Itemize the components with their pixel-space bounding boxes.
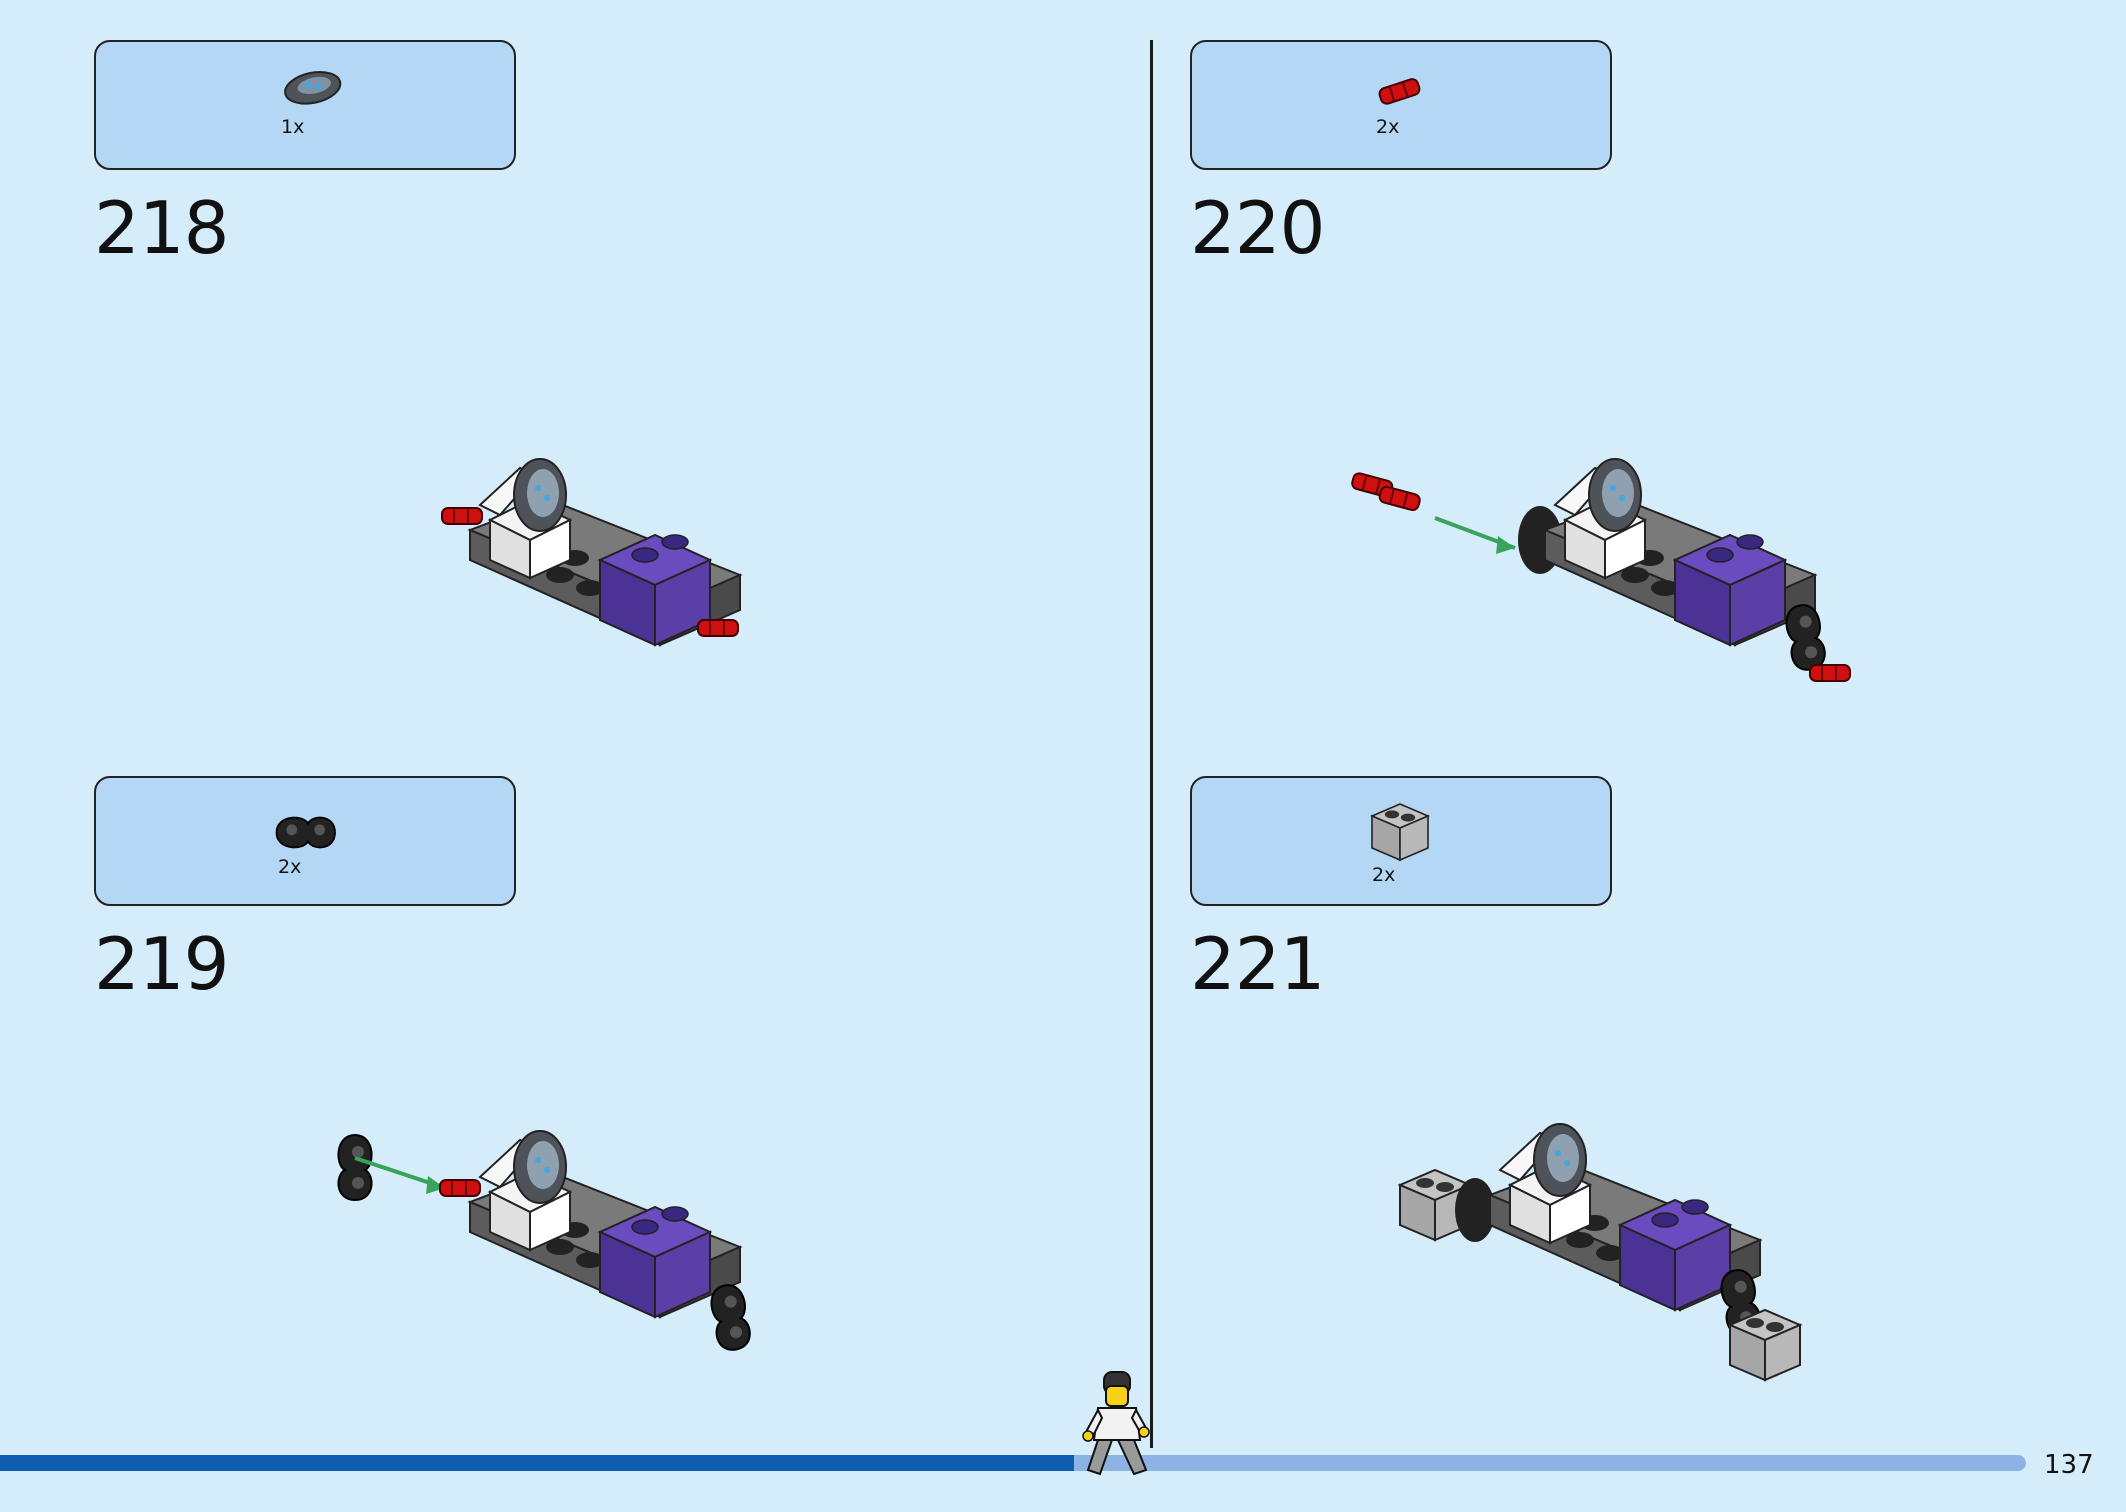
build-illustration-218: [441, 458, 741, 646]
part-quantity: 1x: [281, 116, 305, 138]
oval-tile-icon: [284, 71, 342, 105]
parts-callout-219: 2x: [94, 776, 516, 906]
part-quantity: 2x: [278, 856, 302, 878]
build-illustration-220: [1350, 458, 1851, 682]
build-illustration-221: [1399, 1123, 1801, 1381]
step-number: 221: [1190, 922, 1325, 1006]
parts-callout-221: 2x: [1190, 776, 1612, 906]
minifigure-icon: [1082, 1371, 1150, 1476]
technic-brick-icon: [1371, 803, 1429, 861]
step-number: 218: [94, 186, 229, 270]
part-quantity: 2x: [1372, 864, 1396, 886]
page-number: 137: [2044, 1450, 2094, 1480]
progress-fill: [0, 1455, 1074, 1471]
parts-callout-218: 1x: [94, 40, 516, 170]
parts-callout-220: 2x: [1190, 40, 1612, 170]
red-axle-pin-icon: [1377, 76, 1422, 107]
part-quantity: 2x: [1376, 116, 1400, 138]
column-divider: [1150, 40, 1153, 1448]
step-number: 220: [1190, 186, 1325, 270]
step-number: 219: [94, 922, 229, 1006]
connector-beam-icon: [275, 816, 336, 849]
build-illustration-219: [337, 1130, 754, 1354]
